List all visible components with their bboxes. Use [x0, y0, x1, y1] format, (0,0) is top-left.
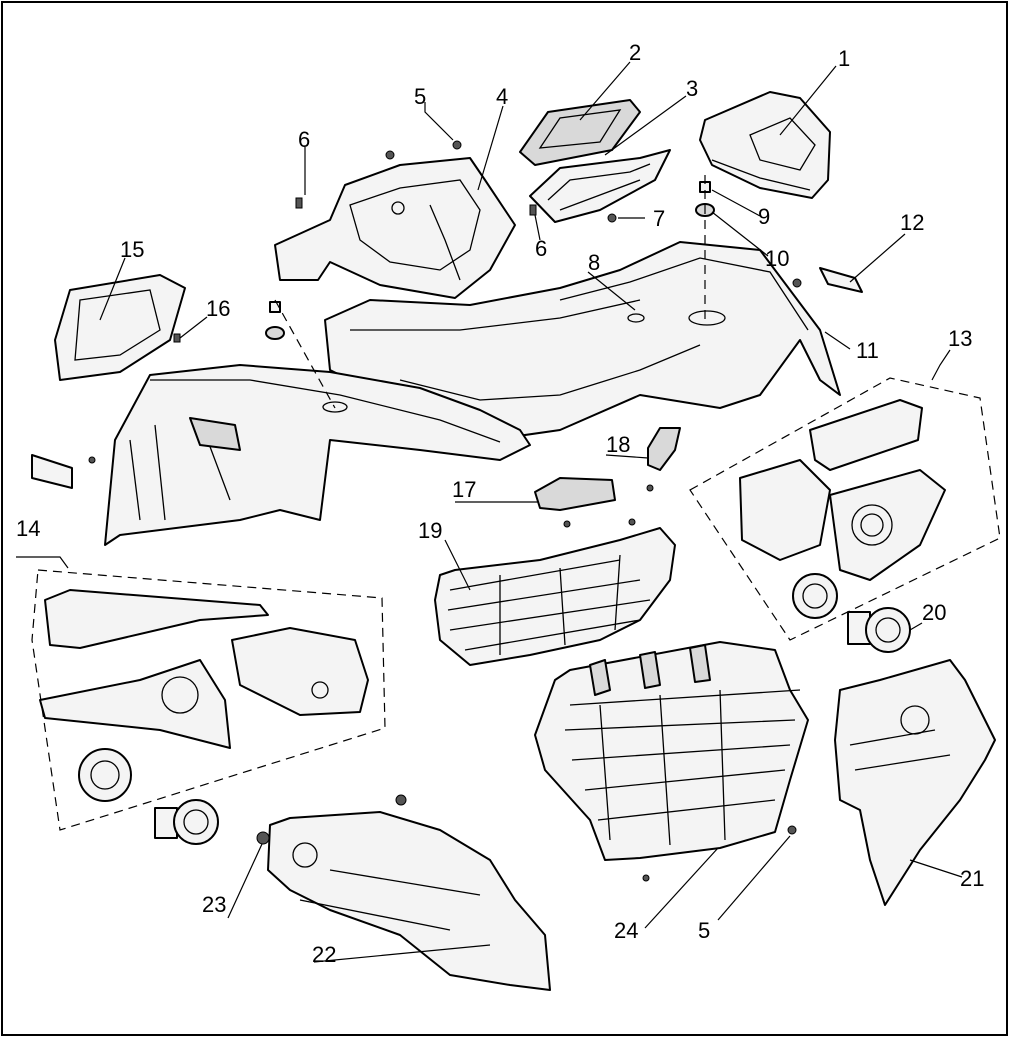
callout-22: 22	[312, 942, 336, 967]
callout-5-top: 5	[414, 84, 426, 109]
callout-18: 18	[606, 432, 630, 457]
part-2-display	[519, 99, 641, 166]
callout-15: 15	[120, 237, 144, 262]
callout-19: 19	[418, 518, 442, 543]
callout-17: 17	[452, 477, 476, 502]
part-20-light	[847, 607, 911, 653]
callout-21: 21	[960, 866, 984, 891]
part-15-side-cover	[54, 274, 186, 381]
part-23-light	[154, 799, 219, 845]
part-17-bracket	[534, 477, 616, 511]
part-4-upper-panel	[274, 157, 516, 299]
part-1-cover	[699, 91, 831, 199]
callout-9: 9	[758, 204, 770, 229]
leader-lines	[16, 61, 963, 963]
part-3-bracket	[529, 149, 671, 223]
callout-5-bottom: 5	[698, 918, 710, 943]
callout-7: 7	[653, 206, 665, 231]
part-11-front-body	[324, 241, 841, 441]
callout-16: 16	[206, 296, 230, 321]
group-13	[689, 377, 1001, 641]
callout-8: 8	[588, 250, 600, 275]
callout-4: 4	[496, 84, 508, 109]
callout-labels: 1 2 3 4 5 6 6 7 8 9 10 11 12 13 14 15 16…	[16, 40, 984, 967]
callout-11: 11	[856, 338, 879, 363]
callout-24: 24	[614, 918, 638, 943]
main-fender	[104, 364, 531, 546]
callout-12: 12	[900, 210, 924, 235]
part-19-grille	[434, 527, 676, 666]
part-22-side-panel	[267, 811, 551, 991]
part-21-side-panel	[834, 659, 996, 906]
callout-6-right: 6	[535, 236, 547, 261]
callout-6-left: 6	[298, 127, 310, 152]
group-14	[31, 569, 386, 831]
callout-2: 2	[629, 40, 641, 65]
part-18-bracket	[647, 427, 681, 471]
callout-13: 13	[948, 326, 972, 351]
callout-1: 1	[838, 46, 850, 71]
axis-line-left	[274, 299, 336, 409]
part-24-grille-frame	[534, 641, 809, 861]
callout-3: 3	[686, 76, 698, 101]
callout-10: 10	[765, 246, 789, 271]
callout-23: 23	[202, 892, 226, 917]
callout-14: 14	[16, 516, 40, 541]
left-reflector	[31, 454, 73, 489]
callout-20: 20	[922, 600, 946, 625]
part-12-reflector	[819, 267, 863, 293]
